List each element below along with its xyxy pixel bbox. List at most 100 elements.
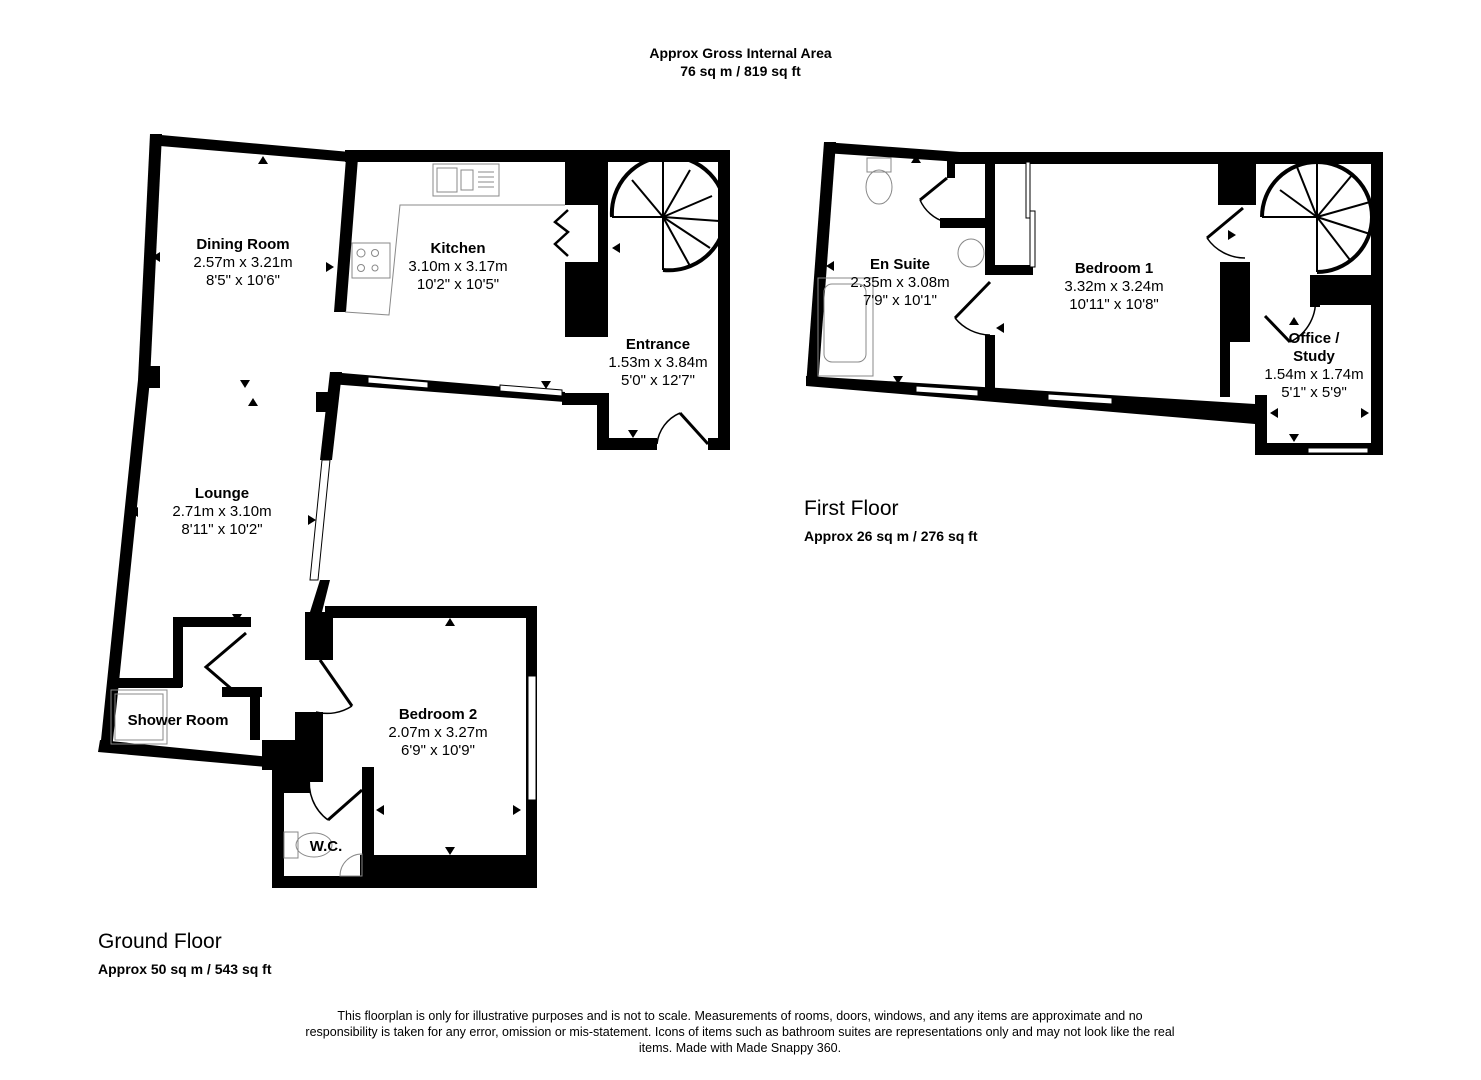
wall xyxy=(250,690,260,740)
wall xyxy=(98,740,300,770)
wall xyxy=(1310,275,1320,307)
basin-icon xyxy=(957,238,985,268)
wall xyxy=(597,438,657,450)
wc-door xyxy=(327,788,363,822)
bedroom-1-door xyxy=(953,280,992,320)
wall xyxy=(272,876,372,888)
wall xyxy=(940,218,990,228)
wall xyxy=(173,617,251,627)
window xyxy=(309,459,331,581)
wall xyxy=(1371,152,1383,455)
window xyxy=(915,385,979,397)
wall xyxy=(718,150,730,450)
wall xyxy=(824,142,960,162)
corner-basin-icon xyxy=(339,853,363,877)
gross-area-title: Approx Gross Internal Area xyxy=(649,45,832,61)
wardrobe xyxy=(1025,161,1031,219)
entrance-door-swing xyxy=(656,412,681,445)
shower-room-door xyxy=(203,631,247,694)
first-floor-title: First Floor xyxy=(804,497,899,520)
window xyxy=(527,675,537,801)
ground-floor-plan xyxy=(98,134,730,888)
wall xyxy=(806,142,836,386)
wall xyxy=(708,438,730,450)
bedroom-2-door xyxy=(318,659,354,707)
kitchen-fixtures xyxy=(344,163,565,316)
wall xyxy=(985,160,995,275)
gross-area-value: 76 sq m / 819 sq ft xyxy=(680,63,801,79)
room-label-kitchen: Kitchen 3.10m x 3.17m 10'2" x 10'5" xyxy=(408,240,508,293)
room-label-entrance: Entrance 1.53m x 3.84m 5'0" x 12'7" xyxy=(608,336,708,389)
hob-icon xyxy=(351,242,391,279)
en-suite-wc-door xyxy=(919,176,948,202)
wall xyxy=(140,366,160,388)
wall xyxy=(562,393,609,405)
wall xyxy=(345,150,730,162)
wall xyxy=(150,134,350,162)
shower-tray-icon xyxy=(110,689,168,745)
window xyxy=(1047,393,1113,405)
dimension-markers xyxy=(130,155,1369,855)
gross-area-header: Approx Gross Internal Area 76 sq m / 819… xyxy=(0,44,1481,80)
room-label-bedroom-1: Bedroom 1 3.32m x 3.24m 10'11" x 10'8" xyxy=(1064,260,1164,313)
wall xyxy=(334,158,358,312)
wall xyxy=(310,580,330,612)
spiral-staircase-first xyxy=(1260,160,1374,274)
entrance-door xyxy=(678,411,710,446)
bathroom-fixtures-ground xyxy=(110,689,363,877)
kitchen-cupboard-door xyxy=(553,209,570,257)
first-floor-windows xyxy=(915,161,1369,454)
window xyxy=(499,384,563,397)
wall xyxy=(597,393,609,450)
wall xyxy=(173,617,183,687)
landing-door xyxy=(1206,206,1244,240)
wall xyxy=(1220,262,1230,397)
wall xyxy=(1218,160,1256,205)
wall xyxy=(272,765,284,888)
window xyxy=(1307,447,1369,454)
wall xyxy=(320,372,342,460)
ground-floor-area: Approx 50 sq m / 543 sq ft xyxy=(98,961,272,977)
office-door xyxy=(1263,314,1292,344)
wc-door-swing xyxy=(308,774,329,821)
first-floor-doors xyxy=(919,176,1317,344)
wall xyxy=(362,767,374,867)
wall xyxy=(272,765,310,793)
disclaimer-text: This floorplan is only for illustrative … xyxy=(305,1009,1175,1055)
toilet-icon xyxy=(283,831,299,859)
spiral-staircase-ground xyxy=(609,154,728,273)
wall xyxy=(955,152,1383,164)
wall xyxy=(947,160,955,178)
wardrobe xyxy=(1029,210,1036,268)
wall xyxy=(112,678,182,688)
wall xyxy=(325,606,537,618)
wall xyxy=(222,687,262,697)
wall xyxy=(806,376,1255,424)
wall xyxy=(138,134,162,380)
room-label-bedroom-2: Bedroom 2 2.07m x 3.27m 6'9" x 10'9" xyxy=(388,706,488,759)
wall xyxy=(316,392,328,412)
toilet-icon xyxy=(866,157,892,173)
room-label-office-study: Office / Study 1.54m x 1.74m 5'1" x 5'9" xyxy=(1264,330,1364,401)
window xyxy=(367,376,429,389)
room-label-shower-room: Shower Room xyxy=(127,712,229,729)
worktop-outline xyxy=(344,204,565,316)
wall xyxy=(305,612,333,660)
ground-floor-title: Ground Floor xyxy=(98,930,222,953)
ground-floor-doors xyxy=(203,209,710,822)
wall xyxy=(100,380,150,750)
room-label-en-suite: En Suite 2.35m x 3.08m 7'9" x 10'1" xyxy=(850,256,950,309)
wall xyxy=(360,855,537,888)
wall xyxy=(1255,395,1267,455)
first-floor-area: Approx 26 sq m / 276 sq ft xyxy=(804,528,978,544)
room-label-wc: W.C. xyxy=(309,838,343,855)
ground-floor-windows xyxy=(309,376,563,801)
wall xyxy=(985,335,995,395)
wall xyxy=(1310,275,1375,305)
wall xyxy=(985,265,1033,275)
bedroom-2-door-swing xyxy=(315,705,353,715)
room-label-lounge: Lounge 2.71m x 3.10m 8'11" x 10'2" xyxy=(172,485,272,538)
sink-icon xyxy=(432,163,500,197)
wall xyxy=(598,160,608,265)
